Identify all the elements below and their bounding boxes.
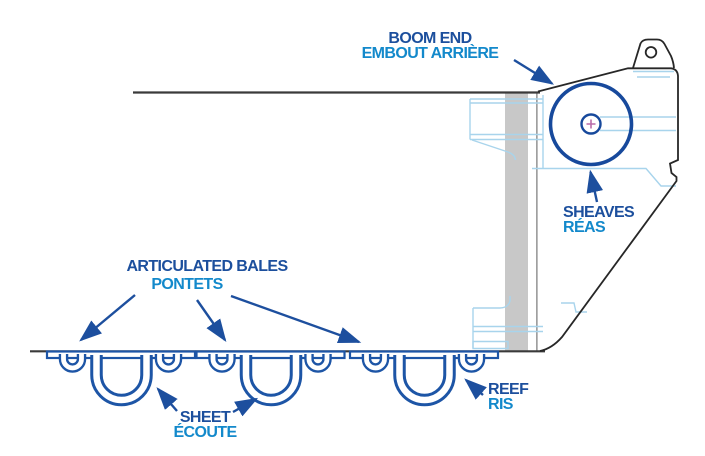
tab-hole <box>644 46 658 59</box>
leader-arrows <box>79 58 604 417</box>
bales-arrow-mid <box>196 299 227 342</box>
sheet-label-en: SHEET <box>179 409 231 426</box>
sheave <box>548 81 634 167</box>
boom-end-label: BOOM END EMBOUT ARRIÈRE <box>350 30 510 62</box>
articulated-bales-label-en: ARTICULATED BALES <box>126 258 288 275</box>
sheet-arrow-right <box>232 397 259 417</box>
boom-end-arrow <box>513 58 555 85</box>
sheaves-arrow <box>586 169 604 203</box>
sheet-arrow-left <box>156 387 178 412</box>
hub-crosshair <box>586 119 596 129</box>
end-fitting-outline <box>537 38 679 352</box>
sheet-label: SHEET ÉCOUTE <box>155 409 255 441</box>
sheaves-label-en: SHEAVES <box>563 204 635 221</box>
sheet-label-fr: ÉCOUTE <box>173 424 237 441</box>
bale-unit-1 <box>45 350 197 407</box>
sheave-hub <box>580 113 602 135</box>
attachment-tab <box>632 38 675 69</box>
mast-gray-bar <box>505 92 538 352</box>
reef-arrow <box>464 378 487 400</box>
articulated-bales-label-fr-line: PONTETS <box>142 276 232 293</box>
sheaves-label: SHEAVES RÉAS <box>563 204 635 236</box>
articulated-bales-label-fr: PONTETS <box>151 276 223 293</box>
boom-end-label-fr: EMBOUT ARRIÈRE <box>361 45 499 62</box>
construction-lines <box>469 70 676 350</box>
bales-arrow-right <box>230 294 362 344</box>
articulated-bales-label-en-line: ARTICULATED BALES <box>117 258 297 275</box>
sheaves-label-fr: RÉAS <box>563 219 606 236</box>
sheave-circle <box>548 81 634 167</box>
boom-outline <box>30 91 545 353</box>
reef-label-en: REEF <box>488 381 529 398</box>
reef-label-fr: RIS <box>488 396 513 413</box>
bale-unit-3 <box>348 350 500 407</box>
reef-label: REEF RIS <box>488 381 529 413</box>
bales-arrow-left <box>79 294 136 342</box>
bale-unit-2 <box>195 350 346 407</box>
boom-end-label-en: BOOM END <box>388 30 472 47</box>
